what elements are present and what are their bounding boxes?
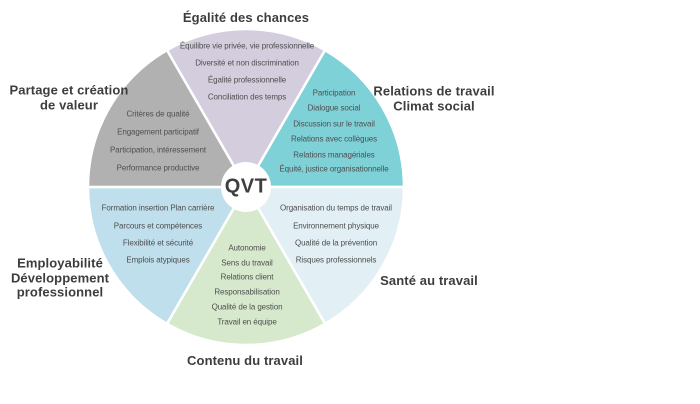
wedge-employabilite [86,185,248,326]
sector-label-relations-de-travail: Relations de travail Climat social [373,83,495,113]
wedge-item: Équilibre vie privée, vie professionnell… [179,41,315,51]
wedge-item: Sens du travail [221,258,273,268]
sector-label-partage-creation-valeur: Partage et création de valeur [9,82,129,112]
wedge-item: Relations client [220,272,274,282]
center-label-qvt: QVT [224,175,268,198]
center-circle [221,162,271,212]
wedge-item: Critères de qualité [126,109,190,119]
wedge-item: Qualité de la prévention [294,238,378,248]
wedge-item: Responsabilisation [214,287,280,297]
sector-label-employabilite: Employabilité Développement professionne… [10,255,110,300]
wedge-item: Travail en équipe [217,317,277,327]
sector-label-contenu-du-travail: Contenu du travail [187,352,303,368]
sector-label-egalite-des-chances: Égalité des chances [182,9,310,25]
sector-label-sante-au-travail: Santé au travail [380,272,478,288]
wedge-item: Relations avec collègues [290,134,378,144]
wedge-item: Diversité et non discrimination [195,58,299,68]
wedge-item: Relations managériales [293,150,375,160]
wedge-item: Discussion sur le travail [293,119,375,129]
wedge-item: Risques professionnels [295,255,377,265]
wedge-item: Dialogue social [307,103,361,113]
wedge-egalite-des-chances [165,27,327,189]
wedge-item: Participation [312,88,356,98]
wedge-item: Conciliation des temps [207,92,287,102]
wedge-item: Flexibilité et sécurité [122,238,194,248]
wedge-item: Parcours et compétences [113,221,203,231]
wedge-item: Qualité de la gestion [211,302,283,312]
wedge-item: Équité, justice organisationnelle [279,164,389,174]
wedge-item: Participation, intéressement [110,145,206,155]
wedge-relations-de-travail [244,48,406,189]
wedge-item: Environnement physique [293,221,379,231]
wedge-item: Engagement participatif [117,127,199,137]
wedge-item: Formation insertion Plan carrière [101,203,215,213]
wedge-contenu-du-travail [165,185,327,347]
wedge-item: Égalité professionnelle [207,75,287,85]
wedge-item: Performance productive [116,163,200,173]
wedge-item: Autonomie [228,243,266,253]
wedge-item: Organisation du temps de travail [280,203,392,213]
wedge-item: Emplois atypiques [126,255,190,265]
wedge-partage-creation-valeur [86,48,248,189]
wedge-sante-au-travail [244,185,406,326]
